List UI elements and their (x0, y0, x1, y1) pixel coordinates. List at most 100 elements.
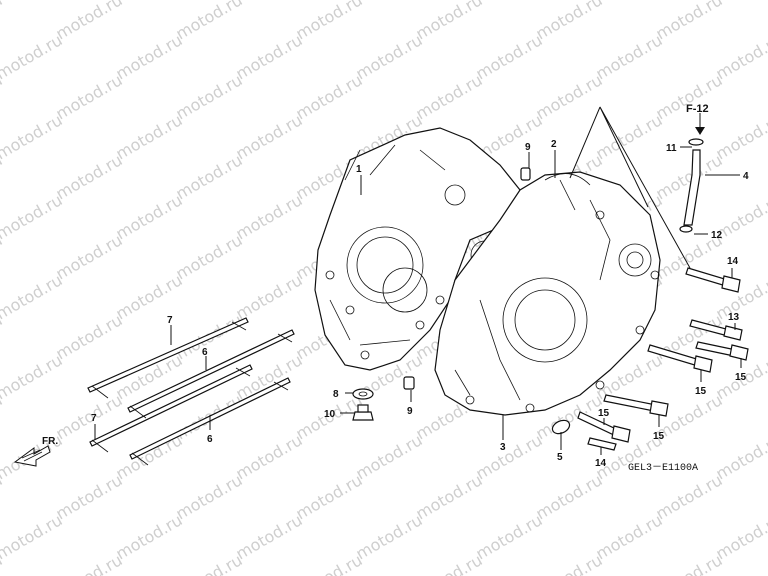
watermark-text: motod.ru (353, 0, 426, 3)
watermark-text: motod.ru (0, 270, 66, 323)
callout-11[interactable]: 11 (666, 143, 677, 154)
watermark-text: motod.ru (413, 0, 486, 43)
watermark-text: motod.ru (53, 230, 126, 283)
callout-9b[interactable]: 9 (407, 406, 413, 417)
watermark-text: motod.ru (413, 470, 486, 523)
watermark-text: motod.ru (533, 0, 606, 43)
callout-14b[interactable]: 14 (595, 458, 607, 469)
crankcase-right[interactable] (434, 171, 661, 416)
callout-15d[interactable]: 15 (598, 408, 610, 419)
callout-7b[interactable]: 7 (91, 413, 97, 424)
gasket-edge (544, 173, 591, 186)
callout-4[interactable]: 4 (743, 171, 749, 182)
watermark-text: motod.ru (53, 150, 126, 203)
callout-6a[interactable]: 6 (202, 347, 208, 358)
watermark-text: motod.ru (0, 0, 6, 43)
watermark-text: motod.ru (173, 470, 246, 523)
watermark-text: motod.ru (173, 550, 246, 576)
callout-5[interactable]: 5 (557, 452, 563, 463)
watermark-text: motod.ru (653, 550, 726, 576)
leader-lines (94, 106, 742, 455)
callout-7a[interactable]: 7 (167, 315, 173, 326)
callout-3[interactable]: 3 (500, 442, 506, 453)
tube-clip-lower[interactable] (679, 225, 693, 233)
watermark-text: motod.ru (0, 190, 66, 243)
watermark-text: motod.ru (593, 110, 666, 163)
watermark-text: motod.ru (293, 470, 366, 523)
watermark-text: motod.ru (713, 110, 768, 163)
watermark-text: motod.ru (113, 110, 186, 163)
callout-1[interactable]: 1 (356, 164, 362, 175)
dowel-pin-lower[interactable] (403, 376, 415, 390)
watermark-text: motod.ru (293, 550, 366, 576)
watermark-text: motod.ru (653, 470, 726, 523)
callout-15b[interactable]: 15 (695, 386, 707, 397)
callout-2[interactable]: 2 (551, 139, 557, 150)
watermark-text: motod.ru (353, 30, 426, 83)
drain-bolt-shank (357, 404, 369, 413)
watermark-text: motod.ru (0, 550, 6, 576)
watermark-text: motod.ru (0, 510, 66, 563)
breather-tube[interactable] (679, 138, 704, 233)
watermark-text: motod.ru (173, 150, 246, 203)
watermark-text: motod.ru (0, 110, 66, 163)
watermark-text: motod.ru (413, 550, 486, 576)
oil-seal[interactable] (550, 418, 571, 436)
watermark-text: motod.ru (173, 230, 246, 283)
callout-12[interactable]: 12 (711, 230, 723, 241)
watermark-text: motod.ru (593, 0, 666, 3)
watermark-text: motod.ru (173, 0, 246, 43)
reference-label[interactable]: F-12 (686, 103, 709, 115)
watermark-text: motod.ru (533, 550, 606, 576)
watermark-text: motod.ru (233, 0, 306, 3)
callout-10[interactable]: 10 (324, 409, 336, 420)
watermark-text: motod.ru (653, 0, 726, 43)
watermark-text: motod.ru (473, 30, 546, 83)
watermark-text: motod.ru (533, 470, 606, 523)
watermark-text: motod.ru (473, 430, 546, 483)
watermark-text: motod.ru (593, 510, 666, 563)
watermark-text: motod.ru (293, 70, 366, 123)
watermark-text: motod.ru (53, 550, 126, 576)
watermark-text: motod.ru (233, 510, 306, 563)
drain-bolt[interactable] (352, 411, 374, 421)
watermark-text: motod.ru (593, 30, 666, 83)
watermark-text: motod.ru (0, 350, 66, 403)
tube-clip-upper[interactable] (688, 138, 704, 146)
watermark-text: motod.ru (713, 510, 768, 563)
dowel-pin-upper[interactable] (520, 167, 531, 181)
flange-bolts[interactable] (577, 267, 749, 451)
callout-15a[interactable]: 15 (735, 372, 747, 383)
watermark-text: motod.ru (233, 110, 306, 163)
watermark-text: motod.ru (713, 430, 768, 483)
callout-6b[interactable]: 6 (207, 434, 213, 445)
sealing-washer[interactable] (352, 388, 374, 400)
callout-8[interactable]: 8 (333, 389, 339, 400)
watermark-text: motod.ru (233, 430, 306, 483)
sealing-washer-hole (358, 391, 368, 397)
watermark-text: motod.ru (233, 270, 306, 323)
front-direction-arrow: FR. (13, 436, 58, 467)
watermark-text: motod.ru (53, 70, 126, 123)
watermark-text: motod.ru (0, 30, 66, 83)
watermark-text: motod.ru (0, 0, 66, 3)
watermark-text: motod.ru (113, 510, 186, 563)
watermark-text: motod.ru (353, 430, 426, 483)
watermark-text: motod.ru (173, 70, 246, 123)
watermark-text: motod.ru (53, 470, 126, 523)
direction-label: FR. (42, 436, 58, 447)
watermark-text: motod.ru (713, 30, 768, 83)
callout-14a[interactable]: 14 (727, 256, 739, 267)
watermark-text: motod.ru (113, 0, 186, 3)
watermark-text: motod.ru (473, 510, 546, 563)
callout-13[interactable]: 13 (728, 312, 740, 323)
watermark-text: motod.ru (113, 270, 186, 323)
watermark-text: motod.ru (353, 510, 426, 563)
callout-15c[interactable]: 15 (653, 431, 665, 442)
callout-9a[interactable]: 9 (525, 142, 531, 153)
watermark-text: motod.ru (113, 190, 186, 243)
watermark-text: motod.ru (293, 0, 366, 43)
watermark-text: motod.ru (233, 30, 306, 83)
